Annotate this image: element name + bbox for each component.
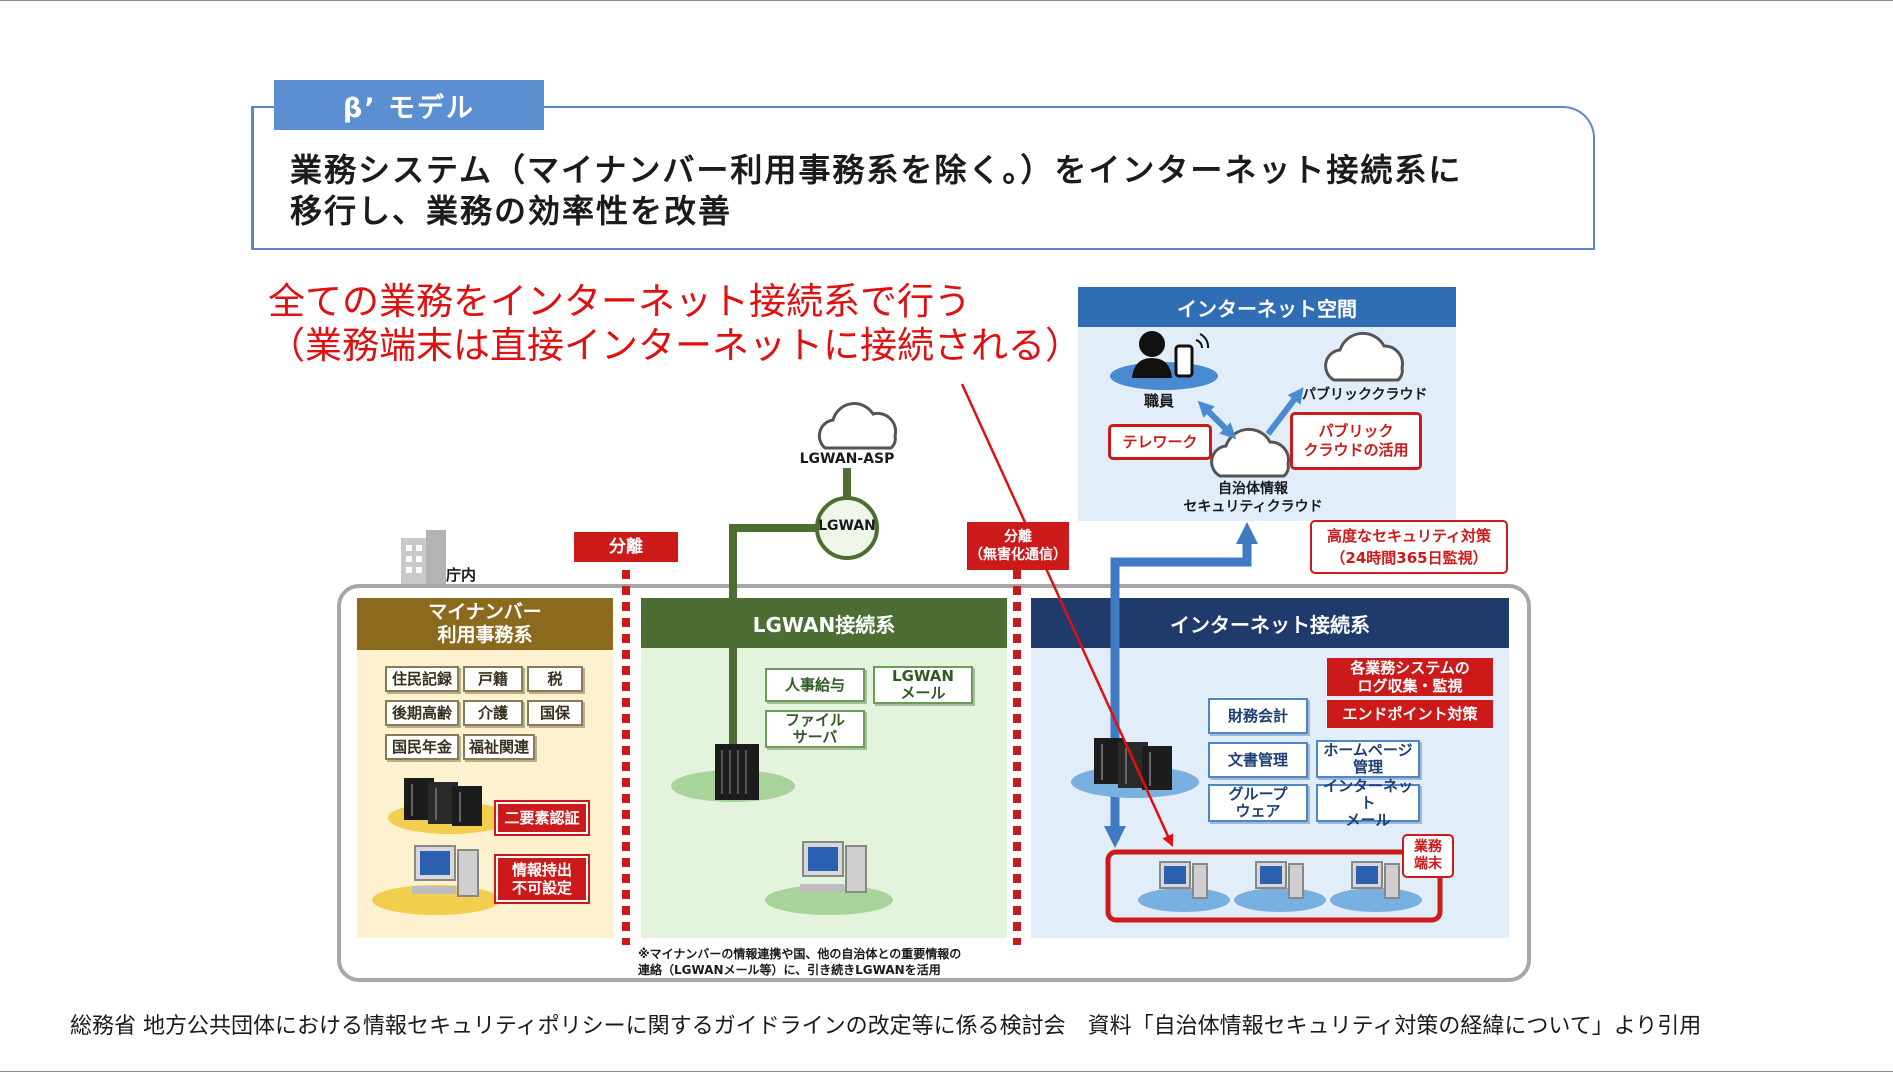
mynumber-pc-icon bbox=[412, 845, 479, 897]
mynumber-title: マイナンバー 利用事務系 bbox=[357, 598, 613, 650]
note-pointer-arrow bbox=[960, 383, 1174, 847]
lgwan-asp-label: LGWAN-ASP bbox=[799, 451, 895, 467]
chip-welfare: 福祉関連 bbox=[463, 734, 535, 760]
lgwan-node-label: LGWAN bbox=[818, 518, 876, 534]
staff-person-icon bbox=[1132, 331, 1210, 378]
model-description-line2: 移行し、業務の効率性を改善 bbox=[290, 192, 733, 230]
security-cloud-icon bbox=[1210, 427, 1290, 478]
office-frame bbox=[337, 584, 1531, 982]
chip-family-register: 戸籍 bbox=[463, 666, 523, 692]
public-cloud-use-tag: パブリック クラウドの活用 bbox=[1290, 412, 1422, 470]
chip-homepage-management: ホームページ 管理 bbox=[1316, 740, 1420, 778]
telework-arrow-back bbox=[1199, 402, 1237, 440]
advanced-security-tag: 高度なセキュリティ対策 （24時間365日監視） bbox=[1310, 520, 1508, 574]
endpoint-protection-tag: エンドポイント対策 bbox=[1327, 700, 1493, 728]
two-factor-auth-tag: 二要素認証 bbox=[494, 800, 590, 836]
chip-payroll: 人事給与 bbox=[765, 668, 865, 702]
terminal-group-frame bbox=[1105, 849, 1443, 923]
log-monitoring-tag: 各業務システムの ログ収集・監視 bbox=[1327, 658, 1493, 696]
public-cloud-arrow bbox=[1265, 387, 1304, 436]
red-note-line2: （業務端末は直接インターネットに接続される） bbox=[268, 324, 1082, 367]
separation-tag-1: 分離 bbox=[574, 532, 678, 562]
internet-uplink-arrow bbox=[1110, 522, 1258, 612]
chip-resident-records: 住民記録 bbox=[385, 666, 459, 692]
security-cloud-label-line2: セキュリティクラウド bbox=[1183, 499, 1323, 515]
separation-tag-2: 分離 （無害化通信） bbox=[967, 522, 1069, 570]
model-tab: β’ モデル bbox=[274, 80, 544, 130]
no-takeout-tag: 情報持出 不可設定 bbox=[494, 854, 590, 904]
red-note-line1: 全ての業務をインターネット接続系で行う bbox=[268, 280, 971, 323]
public-cloud-icon bbox=[1324, 331, 1404, 382]
internet-server-icon bbox=[1094, 738, 1172, 790]
source-citation: 総務省 地方公共団体における情報セキュリティポリシーに関するガイドラインの改定等… bbox=[70, 1014, 1702, 1039]
chip-financial-accounting: 財務会計 bbox=[1208, 698, 1308, 734]
office-label: 庁内 bbox=[446, 566, 477, 584]
lgwan-footnote: ※マイナンバーの情報連携や国、他の自治体との重要情報の 連絡（LGWANメール等… bbox=[638, 947, 962, 977]
public-cloud-label: パブリッククラウド bbox=[1302, 387, 1428, 403]
chip-national-health: 国保 bbox=[527, 700, 583, 726]
chip-nursing-care: 介護 bbox=[463, 700, 523, 726]
terminal-pc-2 bbox=[1234, 861, 1326, 912]
telework-tag: テレワーク bbox=[1108, 424, 1212, 460]
red-note: 全ての業務をインターネット接続系で行う （業務端末は直接インターネットに接続され… bbox=[268, 280, 1082, 368]
business-terminal-tag: 業務 端末 bbox=[1402, 834, 1454, 878]
chip-lgwan-mail: LGWAN メール bbox=[873, 666, 973, 704]
chip-tax: 税 bbox=[527, 666, 583, 692]
model-description-line1: 業務システム（マイナンバー利用事務系を除く。）をインターネット接続系に bbox=[290, 151, 1463, 189]
lgwan-server-icon bbox=[715, 744, 759, 800]
terminal-pc-1 bbox=[1138, 861, 1230, 912]
lgwan-link bbox=[729, 524, 818, 760]
chip-internet-mail: インターネット メール bbox=[1316, 777, 1420, 828]
internet-space-title: インターネット空間 bbox=[1078, 287, 1456, 327]
chip-national-pension: 国民年金 bbox=[385, 734, 459, 760]
chip-groupware: グループ ウェア bbox=[1208, 784, 1308, 822]
chip-file-server: ファイル サーバ bbox=[765, 710, 865, 748]
lgwan-pc-icon bbox=[800, 841, 867, 893]
chip-document-management: 文書管理 bbox=[1208, 742, 1308, 778]
lgwan-zone bbox=[641, 598, 1007, 938]
lgwan-zone-title: LGWAN接続系 bbox=[641, 598, 1007, 648]
chip-late-elderly: 後期高齢 bbox=[385, 700, 459, 726]
mynumber-server-icon bbox=[404, 778, 482, 826]
top-border bbox=[0, 0, 1893, 1]
model-description: 業務システム（マイナンバー利用事務系を除く。）をインターネット接続系に 移行し、… bbox=[290, 150, 1550, 232]
terminal-pc-3 bbox=[1330, 861, 1422, 912]
model-description-box bbox=[251, 106, 1595, 250]
staff-label: 職員 bbox=[1144, 392, 1175, 410]
lgwan-asp-cloud-icon bbox=[817, 402, 898, 450]
lgwan-node bbox=[815, 496, 879, 560]
building-icon bbox=[401, 530, 446, 584]
security-cloud-label-line1: 自治体情報 bbox=[1218, 481, 1288, 497]
security-cloud-label: 自治体情報 セキュリティクラウド bbox=[1178, 480, 1328, 516]
